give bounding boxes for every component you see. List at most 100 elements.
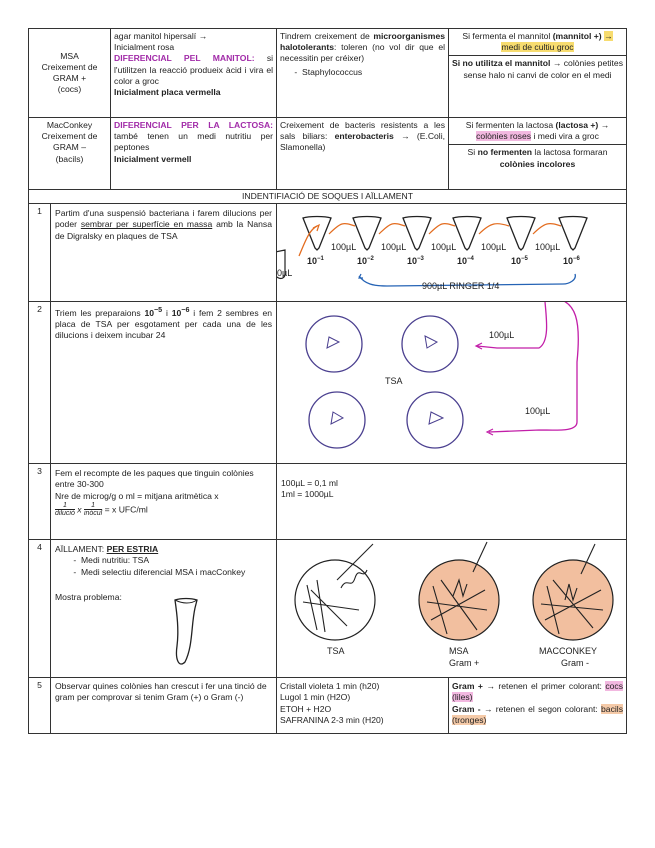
msa-desc: Inicialment rosa [114,42,273,53]
result-bold: colònies incolores [500,159,575,169]
streak-drawing-cell: TSA MSA Gram + MACCONKEY Gram - [277,540,627,678]
msa-description-cell: agar manitol hipersalí → Inicialment ros… [111,29,277,118]
medium-sub: Creixement de [32,62,107,73]
result-bold: no fermenten [478,147,532,157]
medium-name: MSA [32,51,107,62]
petri-plate [402,316,458,372]
transfer-arrow [429,224,455,234]
dilution-tube-icon [559,217,587,251]
example-item: Staphylococcus [302,67,445,78]
gram-bold: Gram + [452,681,483,691]
step-underlined: sembrar per superfície en massa [81,219,212,229]
dilution-exp: −5 [154,306,162,314]
petri-plate [295,560,375,640]
mac-result-positive: Si fermenten la lactosa (lactosa +) → co… [449,118,626,145]
msa-result-negative: Si no utilitza el mannitol → colònies pe… [449,56,626,82]
step-text: Fem el recompte de les paques que tingui… [55,468,272,490]
differential-title: DIFERENCIAL PEL MANITOL: [114,53,255,63]
streak-diagram: TSA MSA Gram + MACCONKEY Gram - [277,540,627,677]
mac-result-negative: Si no fermenten la lactosa formaran colò… [449,145,626,171]
mac-results-cell: Si fermenten la lactosa (lactosa +) → co… [449,118,627,190]
plates-diagram: TSA 100µL 100µL [277,302,627,462]
volume-label: 100µL [525,406,550,416]
dilution-label: 10−5 [511,256,529,266]
result-text: Si [468,147,478,157]
reagent: ETOH + H2O [280,704,445,715]
transfer-volume-label: 100µL [331,242,356,252]
tsa-label: TSA [385,376,403,386]
step-title-u: PER ESTRIA [107,544,159,554]
magenta-arrow [477,302,547,348]
dilution-label: 10−3 [407,256,425,266]
list-item: Medi selectiu diferencial MSA i macConke… [81,567,272,578]
table-row-msa: MSA Creixement de GRAM + (cocs) agar man… [29,29,627,118]
dilution-tube-icon [303,217,331,251]
step-number: 4 [29,540,51,678]
plate-label: MACCONKEY [539,646,597,656]
denominator: inòcul [84,510,102,518]
step-text: Nre de microg/g o ml = mitjana aritmètic… [55,491,272,502]
step-title: AÏLLAMENT: PER ESTRIA [55,544,272,555]
medium-msa-cell: MSA Creixement de GRAM + (cocs) [29,29,111,118]
mac-growth-cell: Creixement de bacteris resistents a les … [277,118,449,190]
gram-reagents-cell: Cristall violeta 1 min (h20) Lugol 1 min… [277,678,449,734]
petri-plate [407,392,463,448]
dilution-base: 10 [144,308,154,318]
reagent: Cristall violeta 1 min (h20) [280,681,445,692]
step-5-text: Observar quines colònies han crescut i f… [51,678,277,734]
numerator: 1 [55,502,75,511]
transfer-arrow [533,224,561,234]
table-row-macconkey: MacConkey Creixement de GRAM – (bacils) … [29,118,627,190]
dilution-tube-icon [507,217,535,251]
dilution-tube-icon [403,217,431,251]
step-row-4: 4 AÏLLAMENT: PER ESTRIA Medi nutritiu: T… [29,540,627,678]
msa-initial: Inicialment placa vermella [114,87,273,98]
dilution-label: 10−6 [563,256,581,266]
mac-differential: DIFERENCIAL PER LA LACTOSA: també tenen … [114,120,273,154]
conversion: 1ml = 1000µL [281,489,622,500]
step-row-5: 5 Observar quines colònies han crescut i… [29,678,627,734]
petri-plate-msa [419,560,499,640]
summary-table: MSA Creixement de GRAM + (cocs) agar man… [28,28,627,734]
medium-sub: (bacils) [32,154,107,165]
plate-sublabel: Gram + [449,658,479,668]
step-row-3: 3 Fem el recompte de les paques que ting… [29,464,627,540]
step-row-1: 1 Partim d'una suspensió bacteriana i fa… [29,204,627,302]
gram-positive: Gram + → retenen el primer colorant: coc… [452,681,623,703]
step-number: 1 [29,204,51,302]
transfer-volume-label: 100µL [481,242,506,252]
msa-result-positive: Si fermenta el mannitol (mannitol +) → m… [449,29,626,56]
spreader-mark [429,412,443,424]
reagent: SAFRANINA 2-3 min (H20) [280,715,445,726]
result-text: la lactosa formaran [532,147,607,157]
step-title-pre: AÏLLAMENT: [55,544,107,554]
msa-growth-cell: Tindrem creixement de microorganismes ha… [277,29,449,118]
step-1-text: Partim d'una suspensió bacteriana i fare… [51,204,277,302]
section-title: INDENTIFIACIÓ DE SOQUES I AÏLLAMENT [29,190,627,204]
mac-description-cell: DIFERENCIAL PER LA LACTOSA: també tenen … [111,118,277,190]
transfer-volume-label: 100µL [431,242,456,252]
transfer-arrow [479,224,509,234]
step-row-2: 2 Triem les preparaions 10−5 i 10−6 i fe… [29,302,627,464]
volume-label: 100µL [489,330,514,340]
gram-negative: Gram - → retenen el segon colorant: baci… [452,704,623,726]
reagent: Lugol 1 min (H2O) [280,692,445,703]
plate-label: TSA [327,646,345,656]
differential-text: també tenen un medi nutritiu per peptone… [114,131,273,152]
transfer-volume-label: 100µL [535,242,560,252]
plates-drawing-cell: TSA 100µL 100µL [277,302,627,464]
tube-volume-label: 100µL [277,268,292,278]
result-text: Si fermenten la lactosa [466,120,556,130]
medium-sub: GRAM – [32,142,107,153]
gram-bold: Gram - [452,704,481,714]
arrowhead-icon [359,274,363,278]
step-3-conversions: 100µL = 0,1 ml 1ml = 1000µL [277,464,627,540]
plate-label: MSA [449,646,469,656]
step-text: i [162,308,172,318]
spreader-mark [331,412,343,424]
dilution-tube-icon [453,217,481,251]
